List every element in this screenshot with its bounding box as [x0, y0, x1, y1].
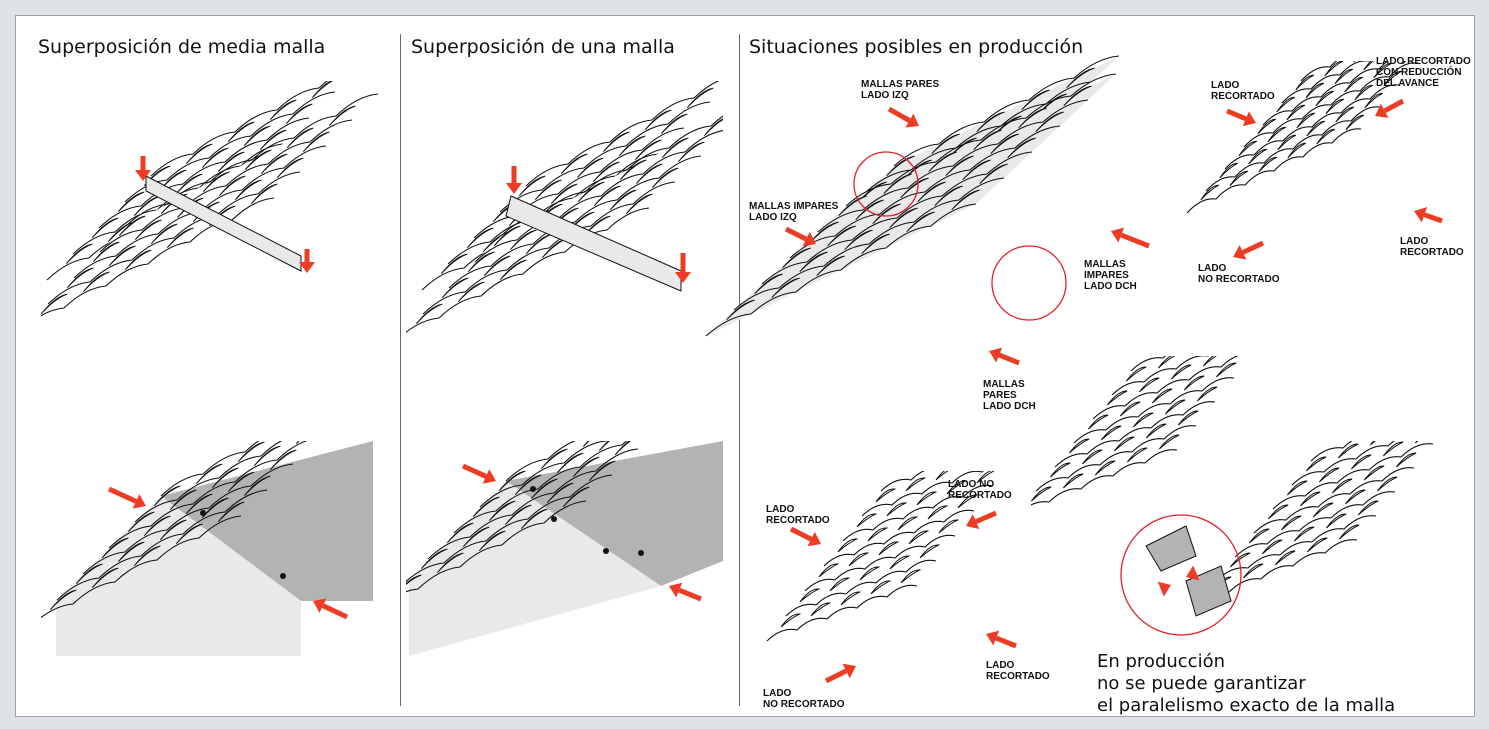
arrow-col2-top-b: [675, 253, 691, 283]
arrow-col1-top-b: [299, 249, 315, 273]
title-one-mesh-overlap: Superposición de una malla: [411, 36, 675, 58]
arrow-bl-recortado-right: [986, 630, 1017, 649]
rivet-col1-a: [200, 510, 206, 516]
label-tr-lado-recortado-left: LADO RECORTADO: [1211, 80, 1275, 102]
label-tr-lado-recortado-right: LADO RECORTADO: [1400, 236, 1464, 258]
arrow-col2-top-a: [506, 166, 522, 194]
rivet-col2-2: [603, 548, 609, 554]
arrow-col2-bottom-b: [669, 582, 702, 602]
arrow-col2-bottom-a: [461, 463, 496, 484]
mesh-col1-top-sheet-a: [46, 81, 362, 281]
mesh-col3-bl: [766, 471, 1032, 642]
arrow-col1-bottom-a: [107, 486, 146, 509]
arrow-gap-right: [1186, 565, 1200, 581]
mesh-col2-bottom: [406, 441, 717, 612]
label-mallas-impares-lado-dch: MALLAS IMPARES LADO DCH: [1084, 259, 1137, 292]
column-divider-2: [739, 34, 740, 706]
mesh-col1-bottom: [41, 441, 372, 627]
label-bl-lado-no-recortado-bottom: LADO NO RECORTADO: [763, 688, 845, 710]
mesh-illustrations: [41, 55, 1471, 684]
rivet-col2-3: [638, 550, 644, 556]
title-half-mesh-overlap: Superposición de media malla: [38, 36, 326, 58]
arrow-tr-reduccion: [1375, 98, 1405, 118]
arrow-tr-no-recortado: [1233, 240, 1265, 260]
arrow-tr-recortado-left: [1226, 108, 1256, 127]
arrow-impares-dch: [1111, 227, 1150, 249]
label-tr-lado-recortado-reduccion: LADO RECORTADO CON REDUCCIÓN DEL AVANCE: [1376, 56, 1471, 89]
label-bl-lado-recortado-left: LADO RECORTADO: [766, 504, 830, 526]
detail-circle-lower: [991, 245, 1067, 321]
mesh-col3-br-left: [1031, 356, 1292, 516]
detail-piece-a: [1145, 525, 1197, 572]
detail-circle-parallelism: [1120, 514, 1242, 636]
label-mallas-impares-lado-izq: MALLAS IMPARES LADO IZQ: [749, 201, 839, 223]
label-mallas-pares-lado-dch: MALLAS PARES LADO DCH: [983, 379, 1036, 412]
title-production-situations: Situaciones posibles en producción: [749, 36, 1084, 58]
arrow-pares-dch: [989, 347, 1020, 366]
mesh-col2-top-sheet-a: [421, 81, 723, 291]
overlap-strip-col2: [505, 195, 682, 292]
arrow-bl-no-recortado-top: [966, 510, 997, 529]
label-tr-lado-no-recortado: LADO NO RECORTADO: [1198, 263, 1280, 285]
figure-panel: Superposición de media malla Superposici…: [15, 15, 1475, 717]
arrow-bl-no-recortado-bottom: [824, 663, 856, 684]
rivet-col1-b: [280, 573, 286, 579]
label-bl-lado-no-recortado-top: LADO NO RECORTADO: [948, 479, 1012, 501]
arrow-bl-recortado-left: [789, 526, 821, 547]
arrow-gap-left: [1157, 581, 1171, 597]
production-caption: En producción no se puede garantizar el …: [1097, 651, 1396, 716]
column-divider-1: [400, 34, 401, 706]
mesh-col3-tr: [1186, 61, 1471, 214]
arrow-col1-bottom-b: [313, 598, 349, 620]
light-sheet-col1: [56, 496, 301, 656]
dark-sheet-col1: [161, 441, 373, 601]
mesh-col2-top-sheet-b: [406, 103, 723, 341]
detail-circle-upper: [853, 151, 919, 217]
arrow-tr-recortado-right: [1414, 207, 1443, 224]
arrow-col1-top-a: [135, 156, 151, 181]
rivet-col2-1: [551, 516, 557, 522]
light-sheet-col2: [409, 481, 661, 656]
rivet-col2-0: [530, 486, 536, 492]
label-mallas-pares-lado-izq: MALLAS PARES LADO IZQ: [861, 79, 940, 101]
arrow-pares-izq: [887, 106, 919, 128]
arrow-impares-izq: [784, 226, 816, 247]
mesh-col3-br-right: [1201, 441, 1471, 606]
dark-sheet-col2: [506, 441, 723, 586]
overlap-strip-col1: [145, 175, 302, 272]
label-bl-lado-recortado-right: LADO RECORTADO: [986, 660, 1050, 682]
